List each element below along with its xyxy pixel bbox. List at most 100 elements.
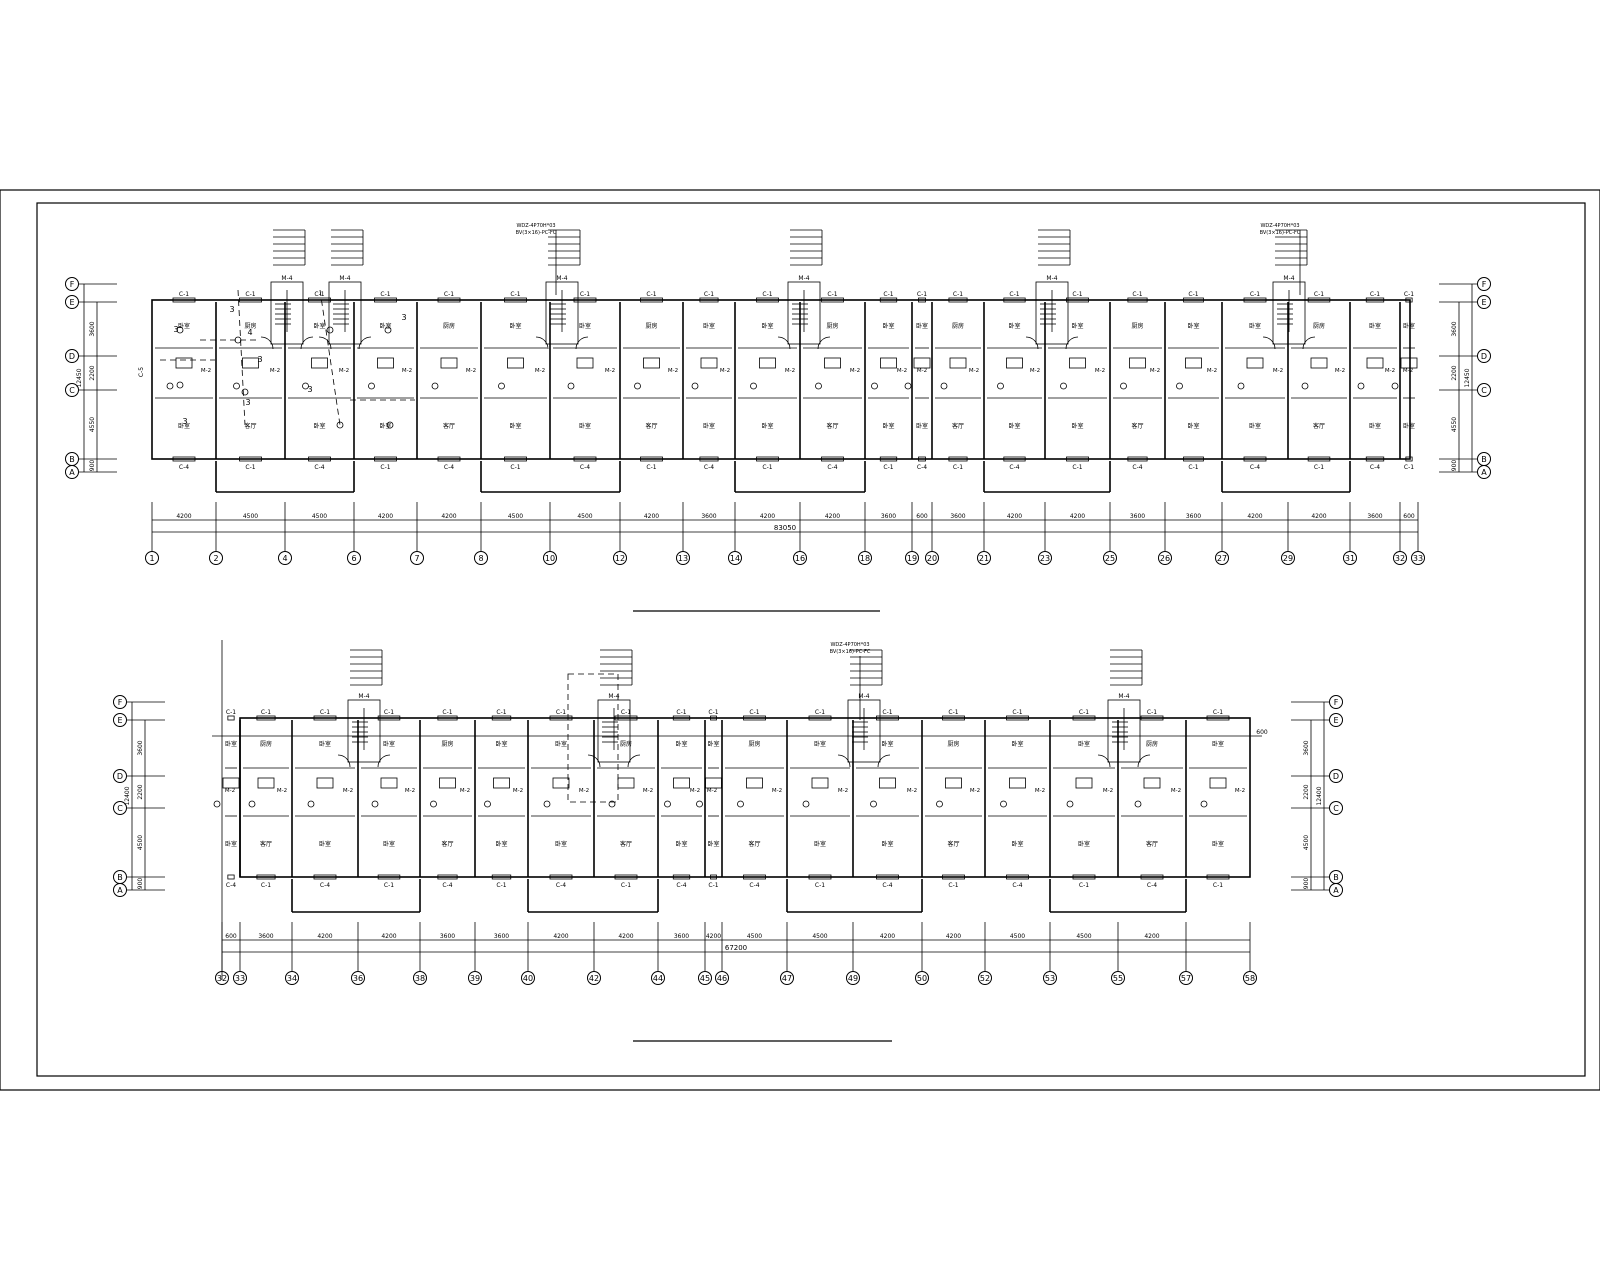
row-bubble-text: B xyxy=(1481,455,1487,464)
room-label: 卧室 xyxy=(703,422,715,430)
window-tag: C-1 xyxy=(621,709,631,716)
window-tag: C-1 xyxy=(953,464,963,471)
room-label: 卧室 xyxy=(1071,422,1083,430)
room-label: 客厅 xyxy=(1146,840,1158,848)
dimension-text: 4200 xyxy=(946,933,961,940)
bath-fixture xyxy=(1143,777,1161,789)
door-tag: M-2 xyxy=(850,368,860,374)
room-label: 客厅 xyxy=(645,422,657,430)
window-tag: C-1 xyxy=(1314,291,1324,298)
window-tag: C-1 xyxy=(762,464,772,471)
door-tag: M-4 xyxy=(1283,275,1294,282)
door-tag: M-2 xyxy=(838,788,848,794)
toilet-fixture xyxy=(870,800,877,808)
room-label: 卧室 xyxy=(555,740,567,748)
toilet-fixture xyxy=(213,800,221,808)
dimension-text: 4500 xyxy=(1010,933,1025,940)
window-back xyxy=(227,715,235,721)
window-back xyxy=(1127,297,1148,303)
door-tag: M-2 xyxy=(1030,368,1040,374)
circuit-number: 3 xyxy=(401,313,406,322)
room-label: 厨房 xyxy=(441,740,453,748)
window-tag: C-1 xyxy=(1370,291,1380,298)
axis-bubble-text: 58 xyxy=(1245,974,1255,983)
window-front xyxy=(672,874,691,880)
toilet-fixture xyxy=(1000,800,1007,808)
window-front xyxy=(1127,456,1148,462)
window-front xyxy=(614,874,638,880)
toilet-fixture xyxy=(166,382,174,390)
toilet-fixture xyxy=(1391,382,1399,390)
room-label: 厨房 xyxy=(244,322,256,330)
dimension-text: 4200 xyxy=(317,933,332,940)
bath-fixture xyxy=(1400,357,1418,369)
axis-bubble-text: 7 xyxy=(414,554,419,563)
room-label: 厨房 xyxy=(947,740,959,748)
window-tag: C-1 xyxy=(1147,709,1157,716)
room-label: 厨房 xyxy=(1146,740,1158,748)
bath-fixture xyxy=(1185,357,1202,369)
window-front xyxy=(808,874,832,880)
row-bubble-circle xyxy=(113,713,127,727)
dimension-text: 4200 xyxy=(1311,513,1326,520)
electrical-outlet xyxy=(176,326,184,334)
window-tag: C-1 xyxy=(261,709,271,716)
toilet-fixture xyxy=(307,800,315,808)
window-back xyxy=(710,715,717,721)
toilet-fixture xyxy=(691,382,699,390)
vdim-total-text: 12450 xyxy=(1464,368,1471,387)
axis-bubble-circle xyxy=(676,551,690,565)
door-tag: M-2 xyxy=(277,788,287,794)
window-tag: C-4 xyxy=(917,464,927,471)
electrical-outlet xyxy=(386,421,394,429)
axis-bubble-circle xyxy=(1103,551,1117,565)
bath-fixture xyxy=(222,777,240,789)
circuit-number: 3 xyxy=(307,385,312,394)
window-tag: C-1 xyxy=(226,709,236,716)
window-front xyxy=(1307,456,1331,462)
stair-core xyxy=(597,699,631,763)
row-bubble-text: E xyxy=(117,716,122,725)
vdim-text: 900 xyxy=(137,878,144,890)
window-back xyxy=(876,715,899,721)
vdim-text: 4550 xyxy=(89,417,96,432)
row-bubble-text: E xyxy=(69,298,74,307)
window-back xyxy=(942,715,965,721)
toilet-fixture xyxy=(302,382,309,390)
window-front xyxy=(821,456,844,462)
door-tag: M-2 xyxy=(270,368,280,374)
row-bubble-circle xyxy=(65,383,79,397)
window-tag: C-4 xyxy=(444,464,454,471)
row-bubble-circle xyxy=(1329,713,1343,727)
room-label: 卧室 xyxy=(814,840,826,848)
dimension-text: 4200 xyxy=(880,933,895,940)
door-swing xyxy=(260,336,314,350)
dimension-text: 3600 xyxy=(701,513,716,520)
window-tag: C-1 xyxy=(380,464,390,471)
window-front xyxy=(942,874,965,880)
window-back xyxy=(377,715,401,721)
door-tag: M-4 xyxy=(1118,693,1129,700)
room-label: 卧室 xyxy=(579,322,591,330)
axis-bubble-text: 44 xyxy=(653,974,663,983)
dimension-text: 4500 xyxy=(1076,933,1091,940)
toilet-fixture xyxy=(997,382,1004,390)
door-tag: M-2 xyxy=(225,788,235,794)
room-label: 卧室 xyxy=(814,740,826,748)
vdim-text: 900 xyxy=(89,460,96,472)
window-tag: C-1 xyxy=(261,882,271,889)
axis-bubble-text: 42 xyxy=(589,974,599,983)
toilet-fixture xyxy=(1301,382,1309,390)
door-tag: M-2 xyxy=(201,368,211,374)
window-front xyxy=(1365,456,1385,462)
axis-bubble-text: 50 xyxy=(917,974,927,983)
dimension-total: 83050 xyxy=(774,524,796,532)
room-label: 卧室 xyxy=(379,422,391,430)
room-label: 卧室 xyxy=(1403,322,1415,330)
door-tag: M-2 xyxy=(720,368,730,374)
axis-bubble-circle xyxy=(1038,551,1052,565)
window-front xyxy=(239,456,262,462)
window-back xyxy=(491,715,512,721)
bath-fixture xyxy=(1069,357,1086,369)
